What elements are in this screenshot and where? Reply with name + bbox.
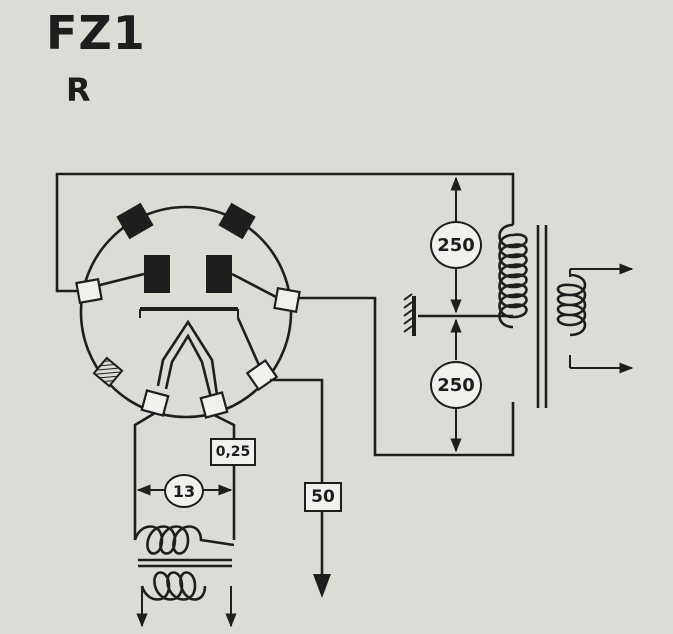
output-transformer xyxy=(498,223,634,408)
tube-pins xyxy=(75,277,301,419)
anode-voltage-upper-label: 250 xyxy=(437,234,475,256)
filament-voltage-badge: 13 xyxy=(164,474,204,508)
filament-v xyxy=(156,317,264,403)
filament-voltage-label: 13 xyxy=(172,481,196,501)
top-electrodes xyxy=(95,202,279,300)
anode-voltage-upper-badge: 250 xyxy=(430,221,482,269)
cathode-value-box: 50 xyxy=(304,482,342,512)
anode-voltage-arrows xyxy=(403,176,513,453)
filament-current-box: 0,25 xyxy=(210,438,256,466)
filament-current-label: 0,25 xyxy=(215,444,251,460)
filament-transformer xyxy=(133,525,237,628)
tube-type-title: FZ1 xyxy=(46,6,146,60)
filament-supply-wires xyxy=(133,411,236,540)
anode-voltage-lower-label: 250 xyxy=(437,374,475,396)
cathode-bar xyxy=(139,307,239,318)
tube-envelope xyxy=(79,205,293,419)
tube-type-suffix: R xyxy=(66,71,91,109)
grid-wire xyxy=(298,296,515,457)
cathode-lead xyxy=(270,378,331,598)
cathode-value-label: 50 xyxy=(311,487,335,507)
anode-voltage-lower-badge: 250 xyxy=(430,361,482,409)
anode-loop-wire xyxy=(55,172,515,293)
